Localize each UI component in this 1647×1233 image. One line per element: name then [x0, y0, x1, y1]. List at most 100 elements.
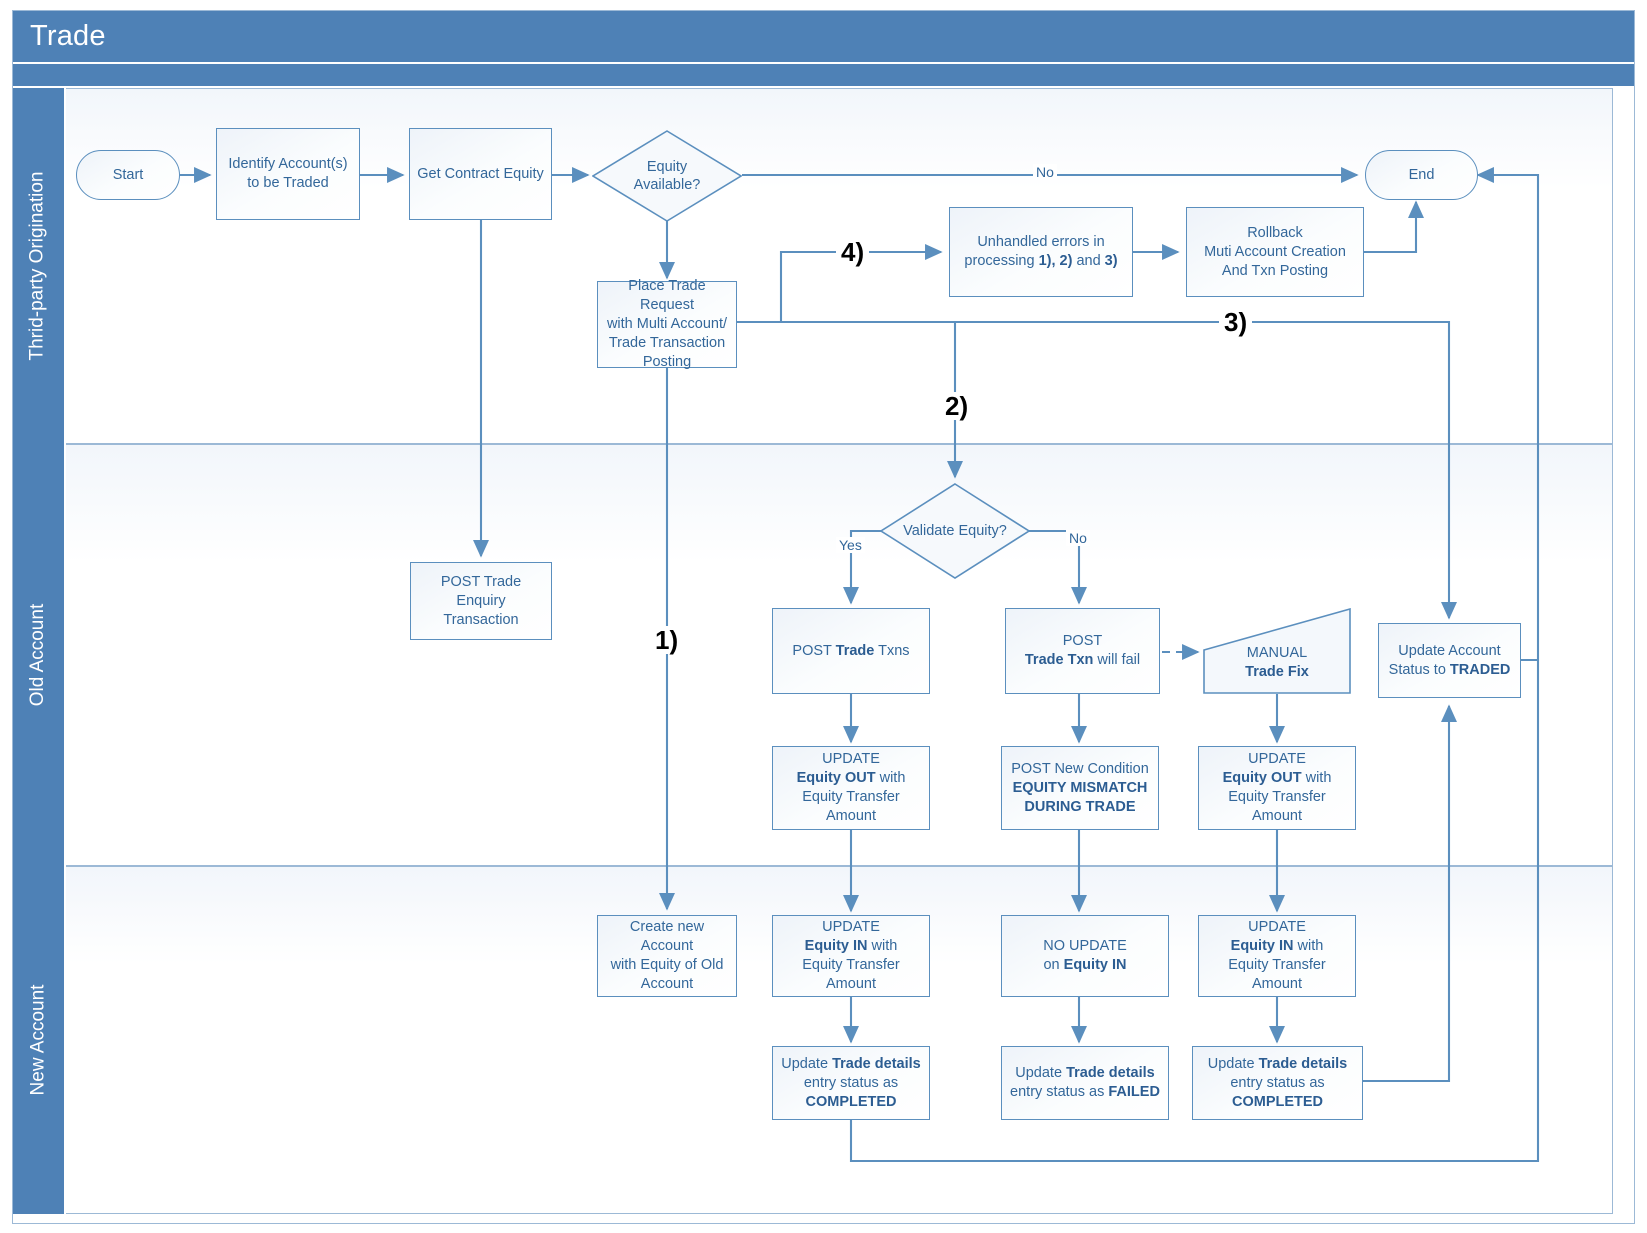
- node-equity-out-l-line1: UPDATE: [822, 751, 880, 767]
- node-no-update-line1: NO UPDATE: [1043, 938, 1127, 954]
- node-place-trade-request[interactable]: Place Trade Request with Multi Account/ …: [597, 278, 737, 370]
- node-equity-out-r-line1: UPDATE: [1248, 751, 1306, 767]
- node-create-new-account[interactable]: Create new Account with Equity of Old Ac…: [597, 915, 737, 997]
- node-update-status-line1: Update Account: [1398, 642, 1501, 659]
- node-post-new-cond-line3: DURING TRADE: [1024, 798, 1136, 815]
- node-trade-failed-pre: Update: [1015, 1065, 1067, 1081]
- node-no-update-line2-pre: on: [1043, 957, 1064, 973]
- lane-label-old-account: Old Account: [12, 444, 64, 866]
- node-rollback[interactable]: Rollback Muti Account Creation And Txn P…: [1186, 207, 1364, 297]
- node-post-trade-txns-post: Txns: [874, 642, 910, 659]
- node-equity-available[interactable]: Equity Available?: [592, 130, 742, 222]
- node-trade-compl-r-status: COMPLETED: [1231, 1093, 1324, 1110]
- node-rollback-line2: Muti Account Creation: [1204, 243, 1346, 260]
- node-identify-accounts[interactable]: Identify Account(s) to be Traded: [216, 128, 360, 220]
- node-start[interactable]: Start: [76, 150, 180, 200]
- node-trade-compl-l-pre: Update: [781, 1055, 833, 1072]
- node-trade-compl-l-line2: entry status as: [803, 1074, 899, 1091]
- node-place-trade-line3: Trade Transaction: [608, 335, 726, 351]
- node-unhandled-line2-mid: and: [1072, 253, 1105, 269]
- diamond-shape: [880, 483, 1030, 579]
- node-rollback-line3: And Txn Posting: [1221, 262, 1329, 279]
- node-unhandled-refs-a: 1), 2): [1038, 253, 1073, 269]
- node-end-label: End: [1408, 166, 1435, 183]
- node-equity-out-r-bold: Equity OUT: [1222, 770, 1302, 786]
- node-post-new-condition[interactable]: POST New Condition EQUITY MISMATCH DURIN…: [1001, 746, 1159, 830]
- node-place-trade-line4: Posting: [642, 354, 692, 370]
- node-trade-details-completed-right[interactable]: Update Trade details entry status as COM…: [1192, 1046, 1363, 1120]
- node-post-trade-txns-bold: Trade: [835, 642, 875, 659]
- node-update-equity-out-right[interactable]: UPDATE Equity OUT with Equity Transfer A…: [1198, 746, 1356, 830]
- node-equity-out-r-line2-post: with: [1301, 770, 1332, 786]
- page-title: Trade: [12, 10, 1635, 62]
- node-place-trade-line1: Place Trade Request: [628, 278, 706, 313]
- marker-3: 3): [1219, 308, 1253, 336]
- node-trade-failed-line2-pre: entry status as: [1010, 1084, 1109, 1100]
- node-equity-available-line2: Available?: [633, 177, 701, 193]
- node-equity-out-l-bold: Equity OUT: [796, 770, 876, 786]
- node-unhandled-line2-pre: processing: [964, 253, 1039, 269]
- node-get-contract-equity-label: Get Contract Equity: [417, 165, 544, 182]
- node-validate-equity-label: Validate Equity?: [903, 523, 1007, 539]
- node-end[interactable]: End: [1365, 150, 1478, 200]
- node-post-trade-enquiry[interactable]: POST Trade Enquiry Transaction: [410, 562, 552, 640]
- node-manual-fix-line2: Trade Fix: [1245, 664, 1309, 680]
- title-subband: [12, 64, 1635, 86]
- node-trade-compl-l-bold: Trade details: [832, 1055, 921, 1072]
- node-identify-line2: to be Traded: [247, 175, 329, 191]
- node-no-update-bold: Equity IN: [1063, 957, 1127, 973]
- node-equity-out-l-line3: Equity Transfer: [802, 789, 900, 805]
- node-place-trade-line2: with Multi Account/: [606, 316, 728, 332]
- node-equity-available-line1: Equity: [646, 159, 688, 175]
- node-create-account-line2: with Equity of Old: [610, 957, 724, 973]
- node-validate-equity[interactable]: Validate Equity?: [880, 483, 1030, 579]
- node-equity-in-r-bold: Equity IN: [1230, 938, 1294, 954]
- node-trade-failed-status: FAILED: [1108, 1084, 1160, 1100]
- node-get-contract-equity[interactable]: Get Contract Equity: [409, 128, 552, 220]
- edge-label-validate-no: No: [1066, 530, 1090, 546]
- node-equity-in-l-line4: Amount: [826, 976, 876, 992]
- node-update-equity-in-right[interactable]: UPDATE Equity IN with Equity Transfer Am…: [1198, 915, 1356, 997]
- node-trade-compl-r-pre: Update: [1207, 1055, 1259, 1072]
- node-equity-in-l-line3: Equity Transfer: [802, 957, 900, 973]
- node-update-equity-in-left[interactable]: UPDATE Equity IN with Equity Transfer Am…: [772, 915, 930, 997]
- node-unhandled-errors[interactable]: Unhandled errors in processing 1), 2) an…: [949, 207, 1133, 297]
- edge-label-equity-no: No: [1033, 164, 1057, 180]
- node-trade-failed-bold: Trade details: [1066, 1065, 1155, 1081]
- node-unhandled-line1: Unhandled errors in: [977, 234, 1105, 250]
- node-rollback-line1: Rollback: [1247, 224, 1303, 241]
- node-create-account-line3: Account: [640, 976, 694, 992]
- node-unhandled-refs-b: 3): [1104, 253, 1118, 269]
- lane-label-third-party: Thrid-party Origination: [12, 88, 64, 444]
- marker-4: 4): [836, 238, 870, 266]
- node-equity-in-l-bold: Equity IN: [804, 938, 868, 954]
- node-post-trade-txns[interactable]: POST Trade Txns: [772, 608, 930, 694]
- node-start-label: Start: [112, 166, 144, 183]
- node-equity-out-l-line4: Amount: [826, 808, 876, 824]
- node-trade-details-failed[interactable]: Update Trade details entry status as FAI…: [1001, 1046, 1169, 1120]
- node-post-trade-fail-line2-post: will fail: [1093, 652, 1141, 668]
- node-no-update-equity-in[interactable]: NO UPDATE on Equity IN: [1001, 915, 1169, 997]
- node-post-trade-txn-fail[interactable]: POST Trade Txn will fail: [1005, 608, 1160, 694]
- node-equity-out-r-line3: Equity Transfer: [1228, 789, 1326, 805]
- node-update-account-status[interactable]: Update Account Status to TRADED: [1378, 623, 1521, 698]
- node-trade-compl-r-line2: entry status as: [1230, 1074, 1325, 1091]
- node-post-enquiry-line2: Transaction: [443, 611, 519, 628]
- node-post-new-cond-line2: EQUITY MISMATCH: [1012, 779, 1148, 796]
- lane-label-new-account: New Account: [12, 866, 64, 1214]
- node-post-enquiry-line1: POST Trade Enquiry: [440, 573, 522, 609]
- node-trade-details-completed-left[interactable]: Update Trade details entry status as COM…: [772, 1046, 930, 1120]
- node-equity-in-l-line1: UPDATE: [822, 919, 880, 935]
- node-manual-trade-fix[interactable]: MANUAL Trade Fix: [1203, 608, 1351, 694]
- node-update-equity-out-left[interactable]: UPDATE Equity OUT with Equity Transfer A…: [772, 746, 930, 830]
- node-create-account-line1: Create new Account: [629, 919, 705, 954]
- node-equity-in-l-line2-post: with: [867, 938, 898, 954]
- node-equity-in-r-line3: Equity Transfer: [1228, 957, 1326, 973]
- node-identify-line1: Identify Account(s): [228, 156, 348, 172]
- node-post-trade-txns-pre: POST: [792, 642, 836, 659]
- node-equity-out-l-line2-post: with: [875, 770, 906, 786]
- node-post-new-cond-line1: POST New Condition: [1011, 760, 1149, 777]
- node-equity-in-r-line2-post: with: [1293, 938, 1324, 954]
